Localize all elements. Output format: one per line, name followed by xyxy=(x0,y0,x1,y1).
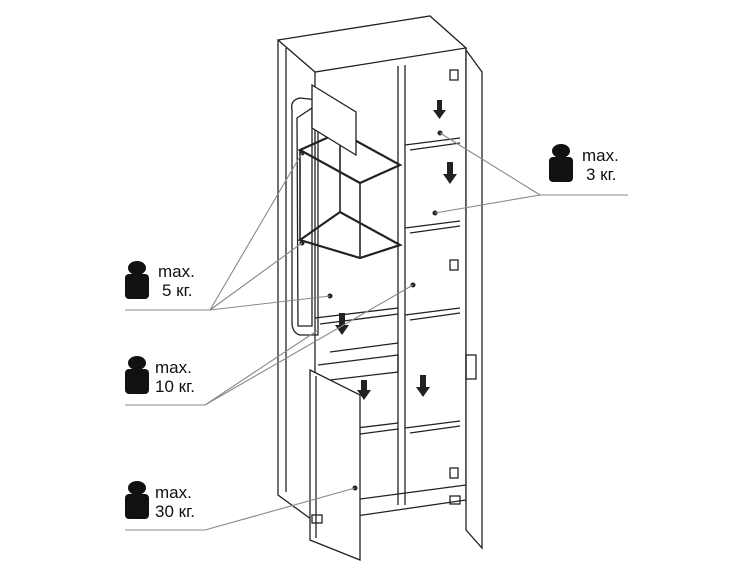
weight-icon xyxy=(125,356,149,394)
label-max-10kg: max. 10 кг. xyxy=(155,358,195,396)
label-line: max. xyxy=(155,483,192,502)
label-max-5kg: max. 5 кг. xyxy=(158,262,195,300)
weight-icon xyxy=(549,144,573,182)
label-line: max. xyxy=(582,146,619,165)
load-arrows xyxy=(335,100,457,400)
weight-icon xyxy=(125,261,149,299)
label-line: max. xyxy=(155,358,192,377)
label-line: 5 кг. xyxy=(162,281,193,300)
label-line: max. xyxy=(158,262,195,281)
label-line: 30 кг. xyxy=(155,502,195,521)
cabinet-body xyxy=(276,15,483,561)
leader-lines xyxy=(125,132,628,531)
weight-icons xyxy=(125,144,573,519)
label-line: 10 кг. xyxy=(155,377,195,396)
weight-icon xyxy=(125,481,149,519)
label-max-30kg: max. 30 кг. xyxy=(155,483,195,521)
label-line: 3 кг. xyxy=(586,165,617,184)
label-max-3kg: max. 3 кг. xyxy=(582,146,619,184)
